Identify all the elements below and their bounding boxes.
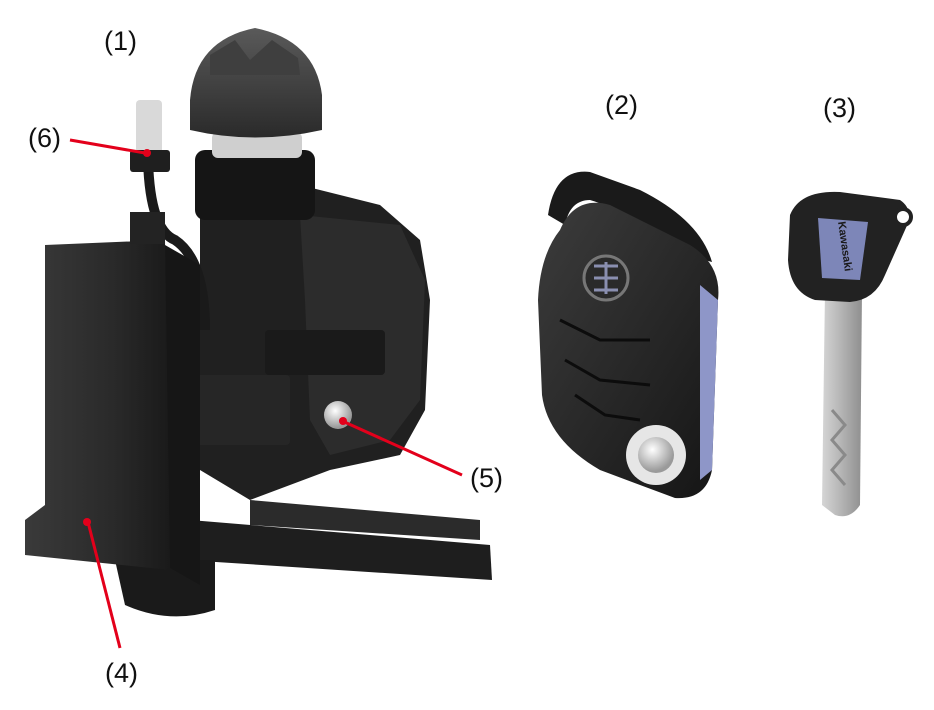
leader-dot-6 (143, 149, 151, 157)
fob-button (638, 437, 674, 473)
key-badge (818, 218, 868, 280)
key-ring-hole (893, 207, 913, 227)
fob-emblem-mark (594, 262, 618, 294)
leader-line-5 (339, 418, 463, 477)
leader-lines (69, 138, 463, 649)
fob-groove (574, 393, 641, 422)
leader-line-6 (69, 138, 146, 155)
connector-boot (130, 150, 170, 172)
ignition-cap (190, 28, 322, 138)
mechanical-key: Kawasaki (788, 191, 913, 517)
callout-1: (1) (104, 26, 137, 56)
leader-dot-5 (339, 417, 347, 425)
leader-line-4 (86, 521, 122, 649)
callout-3: (3) (823, 93, 856, 123)
callout-2: (2) (605, 90, 638, 120)
key-blade (822, 290, 862, 517)
hinge-block (180, 375, 290, 445)
switch-metal-ring (212, 132, 302, 158)
cap-ridge (210, 40, 300, 75)
fob-side-edge (700, 285, 718, 480)
hinge-plate (265, 330, 385, 375)
callout-6: (6) (28, 123, 61, 153)
control-unit-box-side (165, 245, 200, 585)
fob-groove (559, 318, 650, 342)
callout-5: (5) (470, 463, 503, 493)
key-cuts (830, 409, 847, 486)
fob-groove (564, 358, 651, 387)
cable (143, 159, 210, 331)
leader-dot-4 (83, 518, 91, 526)
frame-tube (250, 500, 480, 540)
control-unit-tab (130, 212, 165, 244)
connector (136, 100, 162, 160)
frame-tube (185, 520, 492, 580)
control-unit-box (25, 240, 170, 570)
switch-neck (195, 150, 315, 220)
callout-4: (4) (105, 658, 138, 688)
ignition-switch-assembly (25, 28, 492, 617)
smart-key-fob (538, 171, 719, 499)
